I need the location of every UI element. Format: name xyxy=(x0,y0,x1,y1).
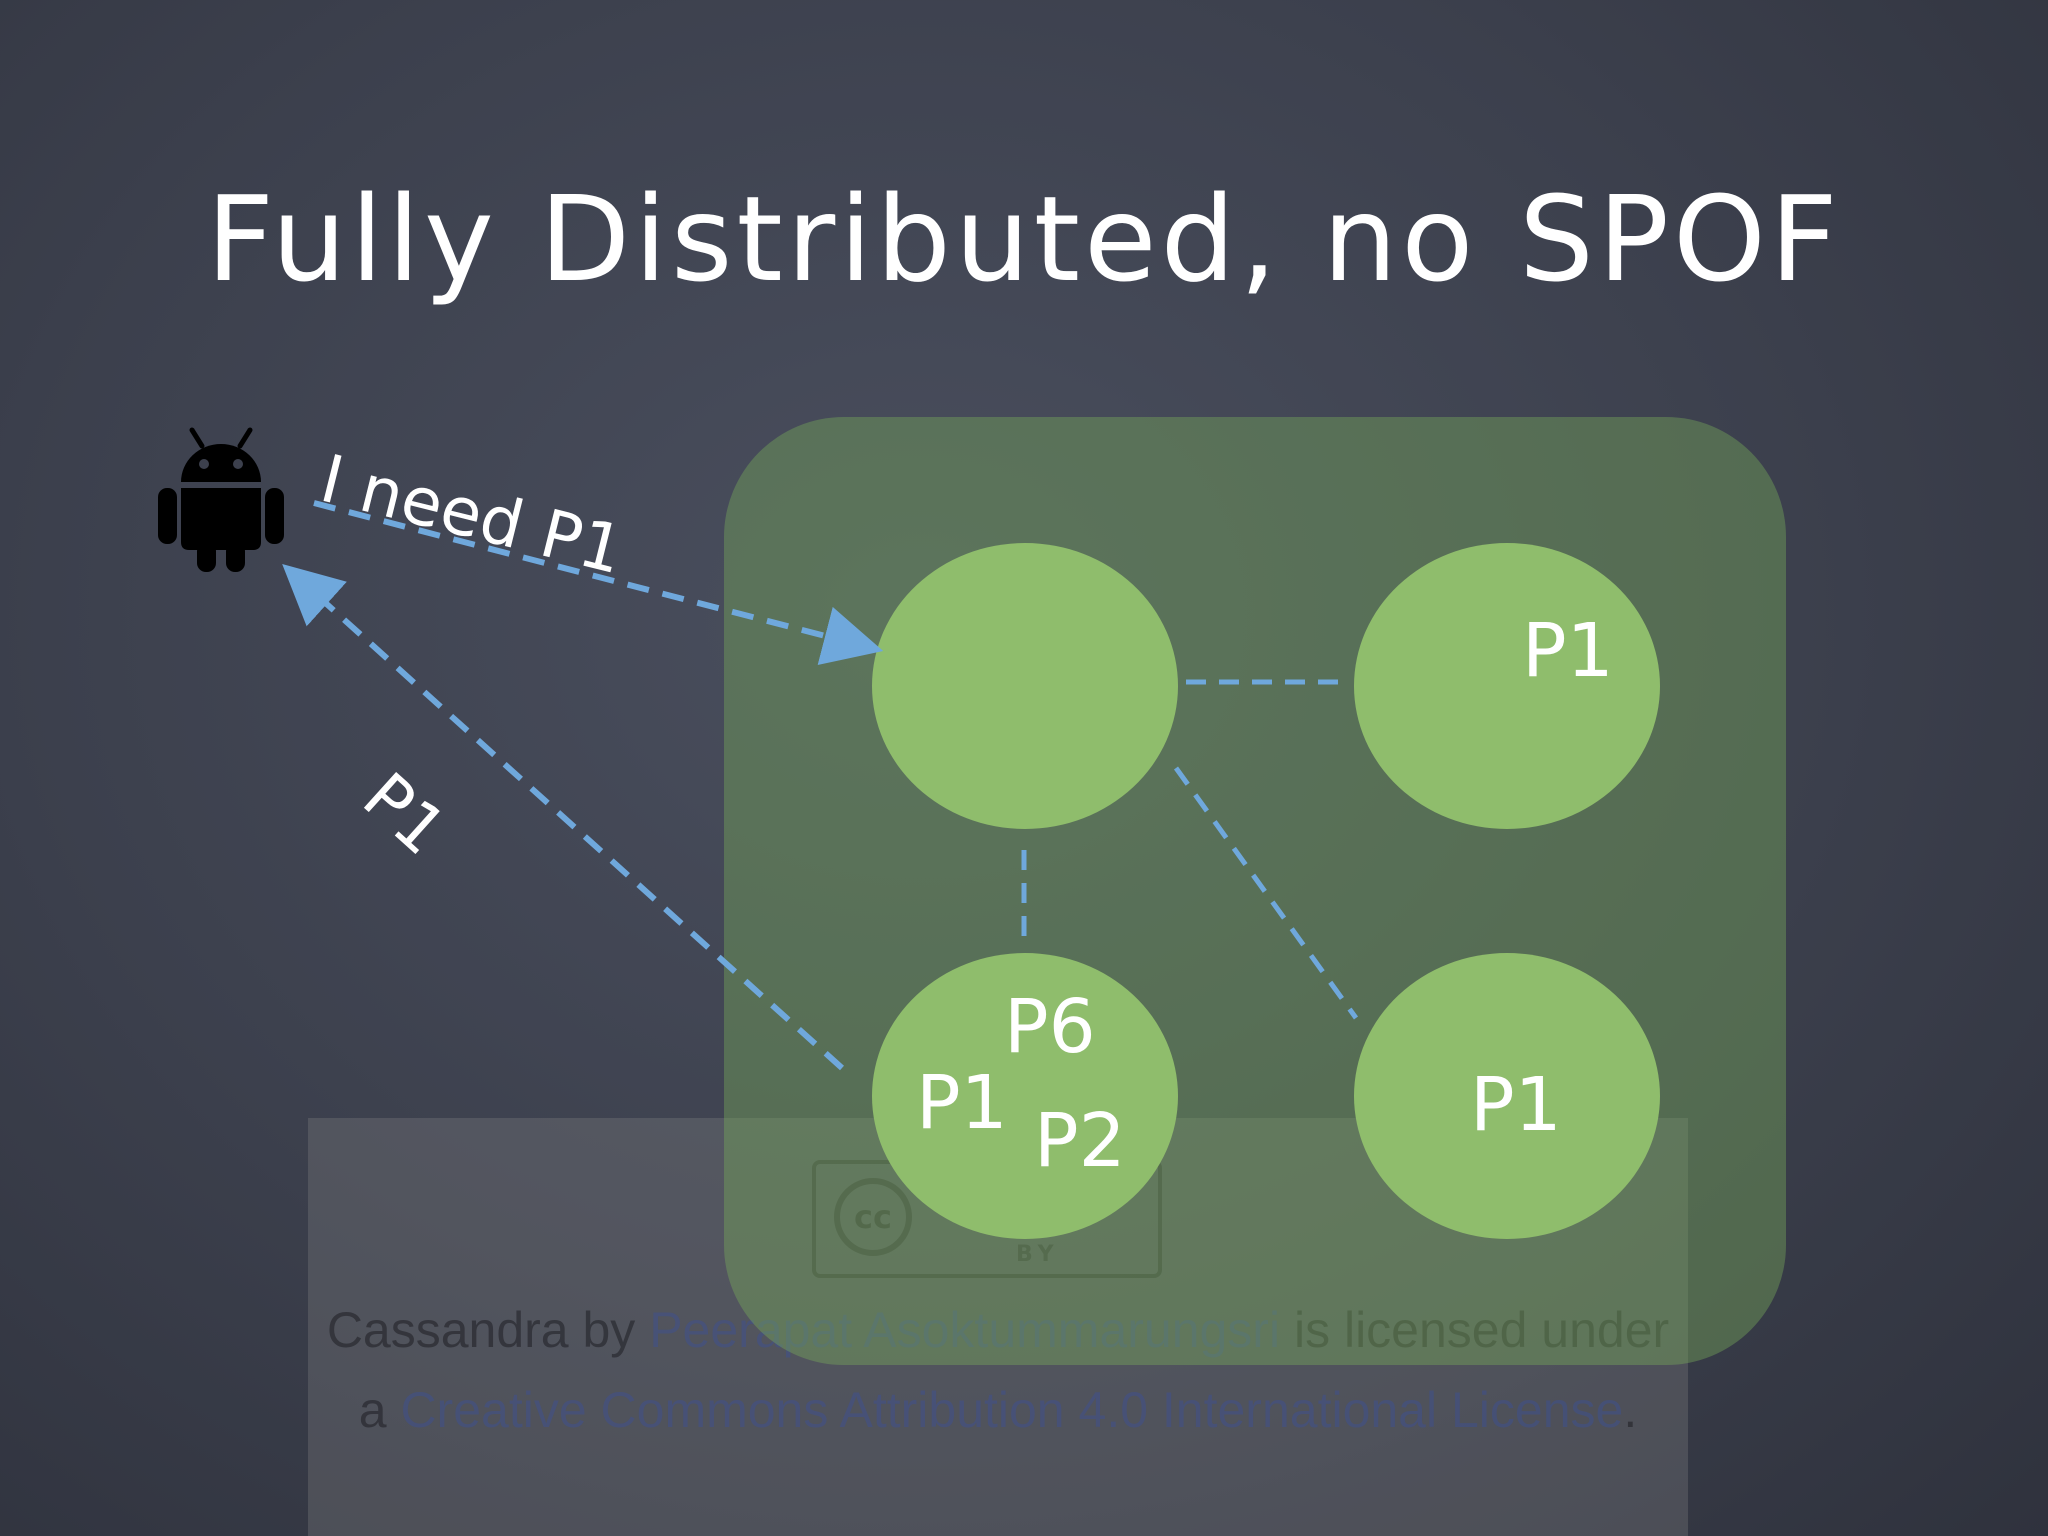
android-icon xyxy=(158,427,284,572)
node-top-right-label-p1: P1 xyxy=(1522,608,1614,694)
license-part3: . xyxy=(1623,1382,1638,1438)
license-part1: Cassandra by xyxy=(326,1302,650,1358)
node-top-right xyxy=(1354,543,1660,829)
license-name-link[interactable]: Creative Commons Attribution 4.0 Interna… xyxy=(400,1382,1624,1438)
license-part2: is licensed under a xyxy=(358,1302,1670,1438)
node-bottom-left-label-p6: P6 xyxy=(1004,984,1096,1070)
response-arrow xyxy=(282,563,845,1071)
node-coordinator xyxy=(872,543,1178,829)
node-bottom-right-label-p1: P1 xyxy=(1470,1062,1562,1148)
license-author-link[interactable]: Peerapat Asoktummarungsri xyxy=(649,1302,1281,1358)
node-bottom-right xyxy=(1354,953,1660,1239)
node-bottom-left xyxy=(872,953,1178,1239)
node-bottom-left-label-p2: P2 xyxy=(1034,1098,1126,1184)
request-arrow xyxy=(313,500,884,665)
cc-circle-icon: cc xyxy=(834,1178,912,1256)
slide-title: Fully Distributed, no SPOF xyxy=(206,170,1842,308)
link-coordinator-bottom-right xyxy=(1173,766,1359,1020)
cluster-box xyxy=(724,417,1786,1365)
node-bottom-left-label-p1: P1 xyxy=(916,1060,1008,1146)
license-text: Cassandra by Peerapat Asoktummarungsri i… xyxy=(308,1290,1688,1450)
cc-by-label: BY xyxy=(1016,1242,1060,1267)
